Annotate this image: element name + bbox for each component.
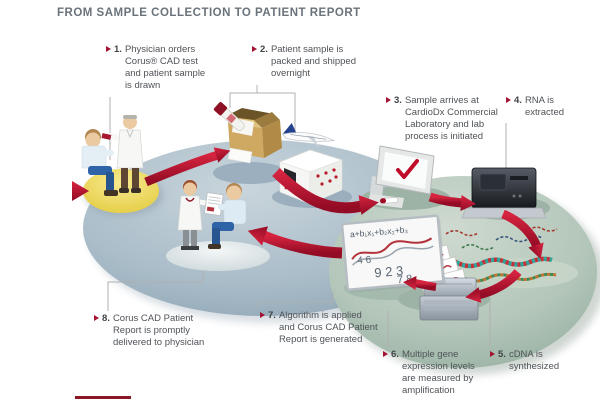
step-text: Algorithm is applied and Corus CAD Patie… [278, 310, 378, 345]
entry-arrow [50, 181, 89, 201]
physician-figure [101, 115, 144, 193]
package-pedestal [213, 162, 287, 184]
step-text: Physician orders Corus® CAD test and pat… [124, 44, 206, 91]
step-label-6: 6. Multiple gene expression levels are m… [383, 349, 495, 397]
arrow-step2-to-step3 [272, 168, 379, 215]
step-text: Corus CAD Patient Report is promptly del… [112, 313, 205, 348]
step-text: Patient sample is packed and shipped ove… [270, 44, 356, 79]
triangle-right-icon [106, 46, 111, 52]
step-number: 5. [498, 349, 506, 360]
extraction-machine [461, 167, 547, 219]
triangle-right-icon [252, 46, 257, 52]
step-number: 7. [268, 310, 276, 321]
step-label-3: 3. Sample arrives at CardioDx Commercial… [386, 95, 506, 143]
board-number-row1: 4 6 [357, 255, 372, 267]
patient-report-card [203, 192, 224, 216]
doctor-figure [177, 180, 224, 250]
patient-figure-1 [81, 129, 118, 196]
step-label-4: 4. RNA is extracted [506, 95, 588, 119]
shipping-box [278, 123, 344, 205]
step-text: Sample arrives at CardioDx Commercial La… [404, 95, 498, 142]
arrow-step1-to-step2 [144, 147, 231, 187]
connector-line-step2 [229, 85, 296, 136]
step-text: Multiple gene expression levels are meas… [401, 349, 475, 396]
algorithm-board: a+b₁x₁+b₂x₂+b₃ 4 6 9 2 3 7 8 [340, 214, 446, 293]
step-label-8: 8. Corus CAD Patient Report is promptly … [94, 313, 226, 349]
arrow-step7-to-step8 [247, 226, 343, 259]
triangle-right-icon [386, 97, 391, 103]
strands-pedestal [462, 258, 578, 288]
sample-package [213, 102, 282, 164]
scanner-tube [379, 197, 399, 204]
patient-figure-2 [208, 183, 247, 249]
triangle-right-icon [506, 97, 511, 103]
arrow-step3-to-step4 [428, 192, 476, 211]
diagram-title: FROM SAMPLE COLLECTION TO PATIENT REPORT [57, 7, 361, 19]
step-label-7: 7. Algorithm is applied and Corus CAD Pa… [260, 310, 388, 346]
triangle-right-icon [94, 315, 99, 321]
lab-computer [368, 145, 435, 208]
bottom-red-mark [75, 396, 131, 399]
arrow-step4-to-step5 [501, 209, 544, 260]
checkmark-icon [396, 159, 419, 179]
arrow-step5-to-step6 [465, 268, 522, 303]
step-label-2: 2. Patient sample is packed and shipped … [252, 44, 364, 80]
flow-arrows [50, 147, 544, 303]
connector-line-step8 [107, 267, 204, 311]
triangle-right-icon [490, 351, 495, 357]
step-number: 6. [391, 349, 399, 360]
step-number: 1. [114, 44, 122, 55]
step-number: 4. [514, 95, 522, 106]
step-number: 2. [260, 44, 268, 55]
step-label-5: 5. cDNA is synthesized [490, 349, 572, 373]
connector-line-step7 [257, 291, 334, 309]
blood-tube [213, 102, 245, 131]
step-label-1: 1. Physician orders Corus® CAD test and … [106, 44, 222, 92]
arrow-step6-to-step7 [403, 276, 437, 291]
triangle-right-icon [260, 312, 265, 318]
step-number: 3. [394, 95, 402, 106]
step-text: RNA is extracted [524, 95, 565, 118]
board-number-row2: 9 2 3 [374, 263, 404, 280]
triangle-right-icon [383, 351, 388, 357]
step-text: cDNA is synthesized [508, 349, 560, 372]
step-number: 8. [102, 313, 110, 324]
